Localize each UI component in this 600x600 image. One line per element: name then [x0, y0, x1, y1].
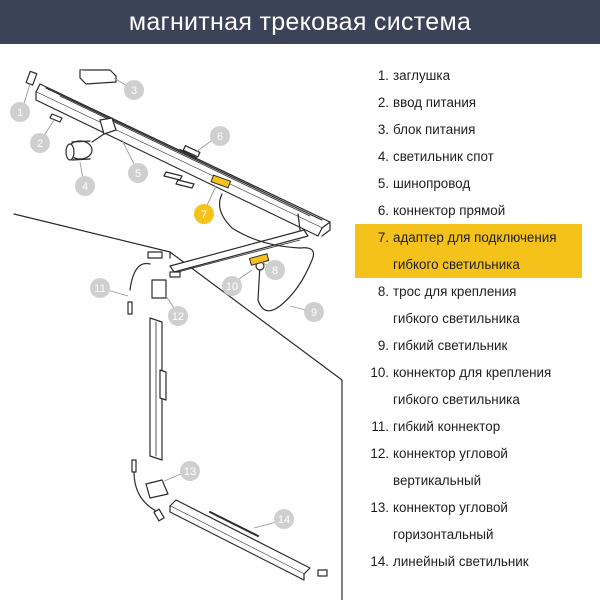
legend-item: 3.блок питания: [377, 122, 476, 137]
legend-item: 9.гибкий светильник: [377, 338, 508, 353]
legend-item: 2.ввод питания: [377, 95, 477, 110]
spot-light: [65, 117, 117, 161]
legend-item: 6.коннектор прямой: [377, 203, 506, 218]
legend-item: 1.заглушка: [377, 68, 451, 83]
svg-text:13: 13: [184, 466, 196, 478]
badge-2: 2: [30, 133, 50, 153]
badge-10: 10: [222, 276, 242, 296]
svg-text:1: 1: [17, 107, 23, 119]
svg-text:5: 5: [135, 168, 141, 180]
track-system-diagram: 1 2 3 4 5 6 7 8 9 10 11 12 13 14: [10, 69, 343, 600]
svg-text:3: 3: [131, 85, 137, 97]
legend-item: 5.шинопровод: [377, 176, 471, 191]
power-supply: [79, 69, 117, 85]
svg-text:4: 4: [82, 181, 88, 193]
flex-track: [169, 193, 315, 312]
svg-text:12: 12: [172, 311, 184, 323]
horizontal-corner: [131, 459, 169, 522]
svg-text:10: 10: [226, 281, 238, 293]
badge-3: 3: [124, 80, 144, 100]
legend-item: 14.линейный светильник: [370, 554, 529, 569]
power-input: [49, 113, 63, 123]
legend-item: 11.гибкий коннектор: [371, 419, 501, 434]
badge-1: 1: [10, 102, 30, 122]
badge-6: 6: [210, 126, 230, 146]
loose-connector-b: [175, 179, 195, 189]
badge-5: 5: [128, 163, 148, 183]
badges: 1 2 3 4 5 6 7 8 9 10 11 12 13 14: [10, 80, 324, 529]
adapter-yellow-1: [210, 174, 232, 189]
adapter-yellow-2: [248, 253, 270, 266]
straight-connector-part: [182, 145, 201, 158]
badge-12: 12: [168, 306, 188, 326]
svg-text:14: 14: [278, 514, 290, 526]
loose-connector-a: [163, 171, 183, 181]
legend-list: 1.заглушка 2.ввод питания 3.блок питания…: [355, 62, 595, 575]
svg-text:6: 6: [217, 131, 223, 143]
badge-8: 8: [265, 260, 285, 280]
badge-11: 11: [90, 278, 110, 298]
svg-text:8: 8: [272, 265, 278, 277]
legend-item: 4.светильник спот: [377, 149, 494, 164]
svg-text:11: 11: [94, 283, 105, 295]
page-title: магнитная трековая система: [0, 0, 600, 44]
badge-7: 7: [194, 204, 214, 224]
badge-14: 14: [274, 509, 294, 529]
vertical-track: [127, 251, 181, 461]
ceiling-edge: [13, 213, 171, 253]
badge-13: 13: [180, 461, 200, 481]
badge-4: 4: [75, 176, 95, 196]
svg-text:9: 9: [311, 307, 317, 319]
linear-light: [169, 499, 328, 581]
badge-9: 9: [304, 302, 324, 322]
svg-text:7: 7: [201, 209, 207, 221]
svg-text:2: 2: [37, 138, 43, 150]
